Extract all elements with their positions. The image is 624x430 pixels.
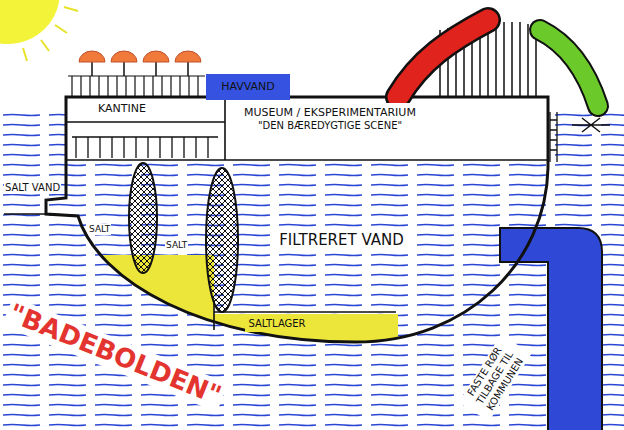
umbrellas (79, 51, 201, 62)
canteen-tables (72, 137, 218, 158)
salt-store (214, 314, 398, 360)
red-slide (398, 20, 488, 97)
room-label: FILTRERET VAND (279, 231, 404, 249)
return-pipe (500, 228, 602, 430)
hull-outline (46, 97, 548, 342)
green-slide (540, 30, 598, 106)
floor-lines (4, 97, 548, 330)
room-label: KANTINE (98, 102, 146, 115)
deck-railing (68, 76, 205, 97)
chamber-label: SALT VAND (4, 182, 61, 194)
filter-membrane (129, 163, 157, 273)
seawater-pool: HAVVAND (206, 74, 290, 100)
salt-store-area: SALTLAGER (245, 316, 309, 332)
room-label: SALTLAGER (248, 318, 305, 330)
room-label: HAVVAND (221, 80, 275, 93)
swimmer-symbol (572, 118, 610, 132)
ladder (550, 112, 557, 162)
salt-label: SALT (165, 240, 188, 251)
sun (0, 0, 60, 44)
room-subtitle: "DEN BÆREDYGTIGE SCENE" (258, 120, 402, 132)
slide-outline (540, 30, 598, 106)
sun-rays (23, 7, 78, 61)
slide-outline (398, 20, 488, 97)
canteen-room: KANTINE (95, 100, 149, 118)
deck-rooms (66, 97, 548, 160)
umbrella-poles (92, 62, 188, 76)
salt-label: SALT (88, 224, 111, 235)
filtered-water: FILTRERET VAND (275, 228, 408, 252)
filter-membrane (206, 168, 238, 312)
room-label: MUSEUM / EKSPERIMENTARIUM (244, 106, 416, 119)
museum-room: MUSEUM / EKSPERIMENTARIUM"DEN BÆREDYGTIG… (240, 103, 420, 135)
